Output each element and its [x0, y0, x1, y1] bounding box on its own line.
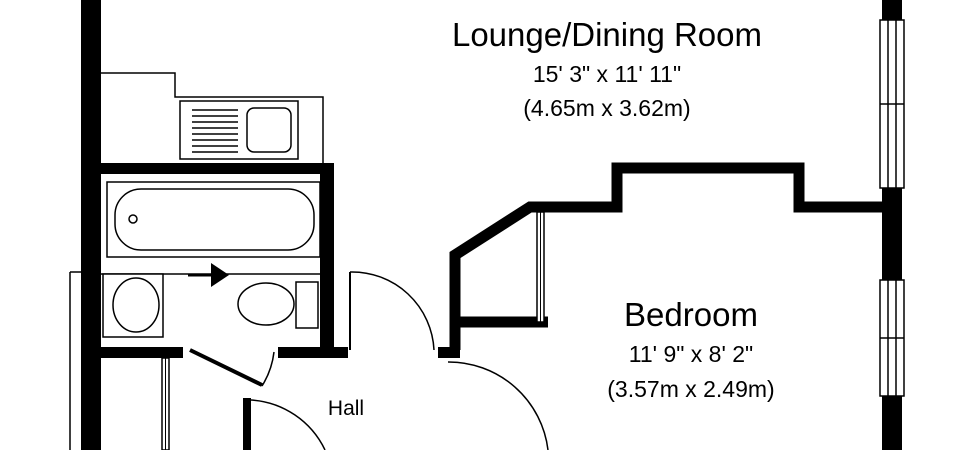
bathroom-right-wall	[320, 163, 334, 358]
bedroom-dimensions-imperial: 11' 9" x 8' 2"	[629, 341, 753, 367]
bathtub-drain	[128, 214, 138, 224]
hall-title: Hall	[328, 397, 364, 420]
entry-arrow-head	[211, 263, 229, 287]
bedroom-top-wall	[449, 162, 892, 350]
bedroom-door-swing-arc	[447, 361, 549, 450]
window-upper	[879, 19, 905, 189]
lounge-title: Lounge/Dining Room	[452, 16, 762, 53]
bathroom-door-leaf	[189, 348, 263, 387]
bathtub	[106, 181, 321, 258]
lounge-dimensions-imperial: 15' 3" x 11' 11"	[533, 61, 681, 87]
washbasin-bowl	[112, 277, 160, 333]
hall-door-jamb-left	[334, 347, 348, 358]
left-exterior-wall	[81, 0, 101, 450]
sink	[179, 100, 299, 160]
bedroom-title: Bedroom	[624, 296, 758, 333]
toilet	[237, 281, 319, 329]
hall-door-jamb-right	[438, 347, 460, 358]
bathroom-bottom-wall-right	[278, 347, 334, 358]
hall-door-swing-arc	[349, 271, 435, 351]
hall-lower-jamb	[243, 398, 251, 450]
right-exterior-wall-top	[882, 0, 902, 20]
washbasin	[102, 273, 164, 338]
entry-arrow-icon	[188, 263, 229, 287]
kitchen-worktop-outline	[101, 72, 324, 163]
bathroom-bottom-wall-left	[101, 347, 183, 358]
bathroom-door-swing-arc	[261, 351, 275, 387]
right-exterior-wall-bottom	[882, 396, 902, 450]
lounge-dimensions-metric: (4.65m x 3.62m)	[523, 95, 690, 121]
sink-bowl	[246, 107, 292, 153]
window-lower	[879, 279, 905, 397]
hall-lower-door-swing-arc	[250, 399, 326, 450]
walls	[81, 0, 902, 450]
toilet-cistern	[295, 281, 319, 329]
bedroom-dimensions-metric: (3.57m x 2.49m)	[607, 376, 774, 402]
toilet-bowl	[237, 282, 295, 326]
bathtub-basin	[114, 188, 315, 251]
bathroom-top-wall	[101, 163, 334, 174]
